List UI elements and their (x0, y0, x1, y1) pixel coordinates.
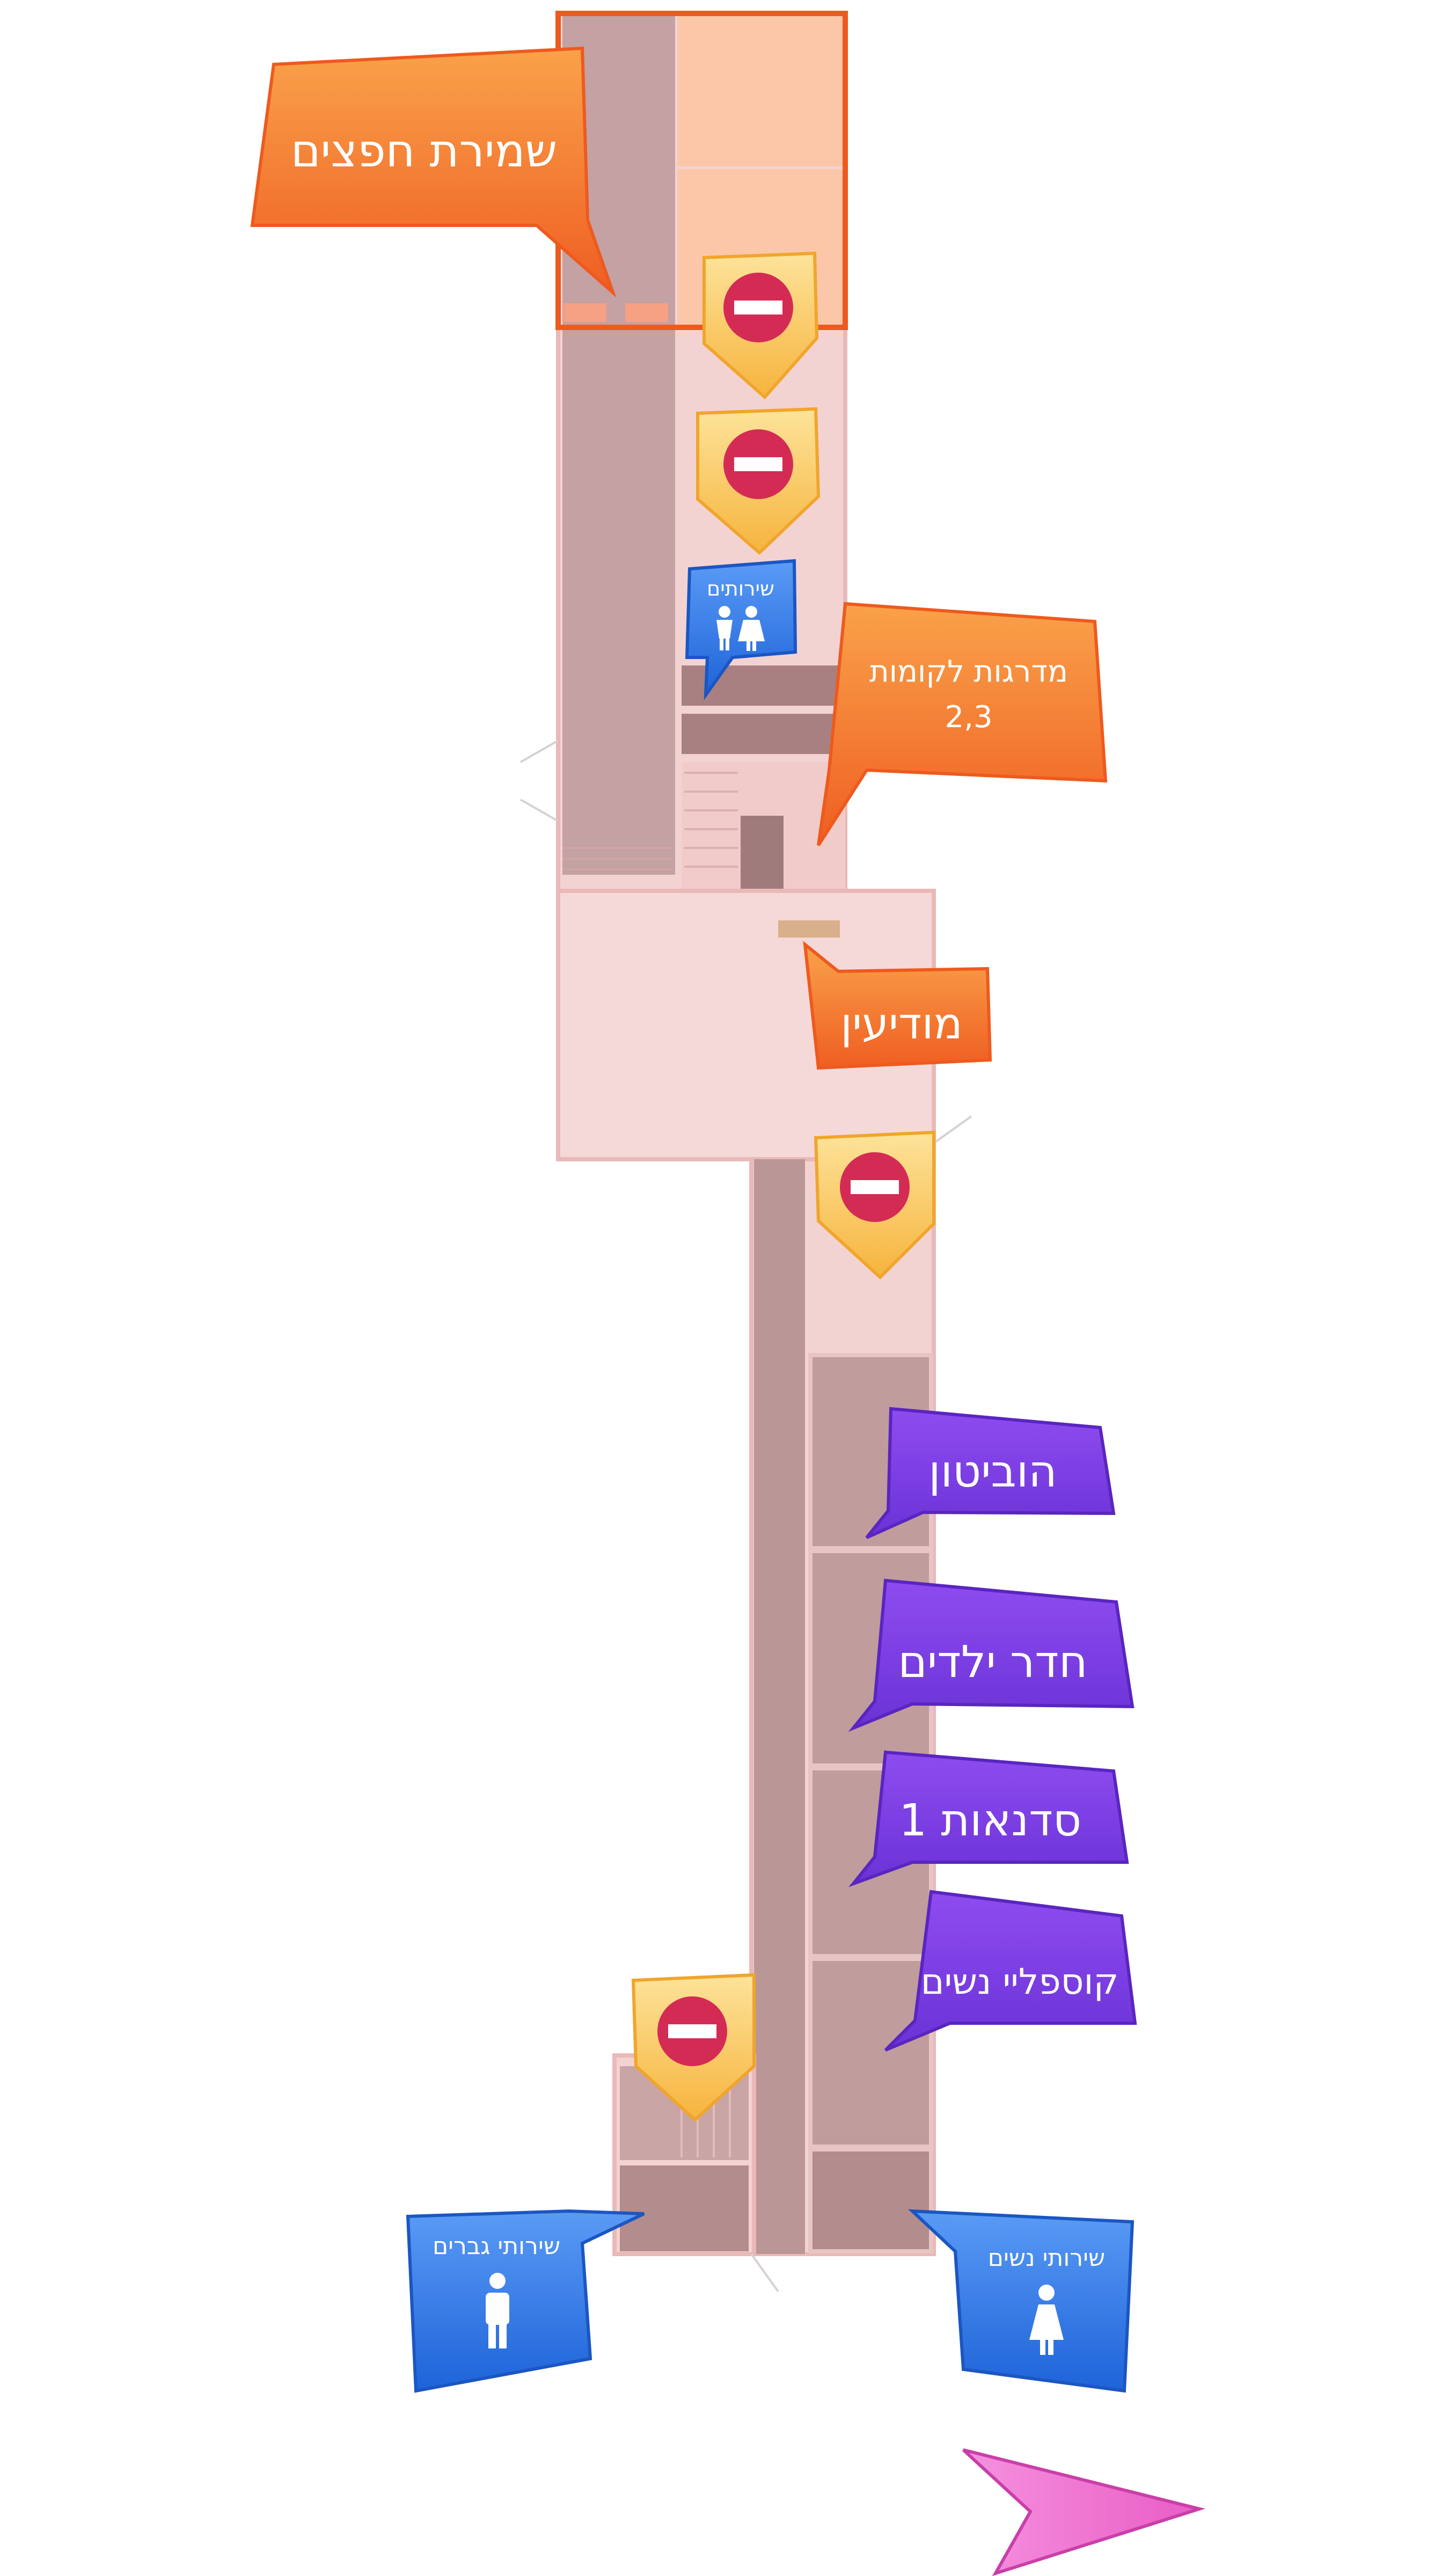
restroom-women-sign[interactable]: שירותי נשים (908, 2209, 1135, 2393)
workshops-label[interactable]: סדנאות 1 (848, 1750, 1129, 1887)
restroom-women-text: שירותי נשים (988, 2244, 1105, 2272)
kids-room-label[interactable]: חדר ילדים (848, 1578, 1135, 1732)
restroom-men-text: שירותי גברים (433, 2233, 560, 2260)
no-entry-icon (723, 429, 793, 499)
luggage-label[interactable]: שמירת חפצים (250, 46, 617, 298)
no-entry-marker-1[interactable] (702, 251, 819, 400)
lower-corridor (754, 1159, 805, 2254)
no-entry-marker-3[interactable] (814, 1130, 935, 1280)
no-entry-marker-4[interactable] (631, 1973, 756, 2123)
no-entry-icon (657, 1996, 727, 2066)
luggage-counter-2 (625, 303, 668, 322)
habiton-label[interactable]: הוביטון (865, 1407, 1116, 1539)
woman-icon (1029, 2285, 1064, 2355)
restroom-general-text: שירותים (707, 577, 774, 601)
restroom-general-sign[interactable]: שירותים (685, 559, 797, 700)
luggage-counter-1 (564, 303, 606, 322)
room-cosplay (808, 1957, 933, 2149)
stairs-label[interactable]: מדרגות לקומות 2,3 (817, 602, 1108, 846)
restroom-block-2 (682, 714, 845, 754)
restroom-men-sign[interactable]: שירותי גברים (406, 2209, 645, 2393)
man-icon (486, 2273, 509, 2348)
habiton-label-text: הוביטון (928, 1446, 1057, 1497)
stairs-label-line1: מדרגות לקומות (869, 654, 1068, 689)
luggage-room-a (677, 16, 844, 166)
stair-steps-lower (562, 847, 674, 870)
cosplay-women-label[interactable]: קוספליי נשים (884, 1890, 1137, 2052)
room-men-restroom (620, 2165, 749, 2251)
stair-core (741, 816, 784, 891)
luggage-label-text: שמירת חפצים (291, 125, 557, 177)
cosplay-women-label-text: קוספליי נשים (921, 1961, 1119, 2002)
stair-steps-left (684, 772, 738, 868)
room-women-restroom (808, 2147, 933, 2253)
info-label-text: מודיעין (840, 999, 962, 1049)
no-entry-icon (840, 1152, 910, 1222)
workshops-label-text: סדנאות 1 (899, 1795, 1081, 1846)
info-label[interactable]: מודיעין (803, 941, 992, 1070)
stairs-label-line2: 2,3 (945, 700, 992, 735)
info-desk (778, 920, 840, 938)
lobby-floor (556, 889, 936, 1161)
no-entry-marker-2[interactable] (696, 407, 821, 555)
restroom-pair-icon (716, 606, 765, 651)
no-entry-icon (723, 273, 793, 342)
kids-room-label-text: חדר ילדים (898, 1637, 1087, 1688)
direction-arrow-icon (962, 2448, 1206, 2576)
guide-lines (520, 740, 972, 2293)
